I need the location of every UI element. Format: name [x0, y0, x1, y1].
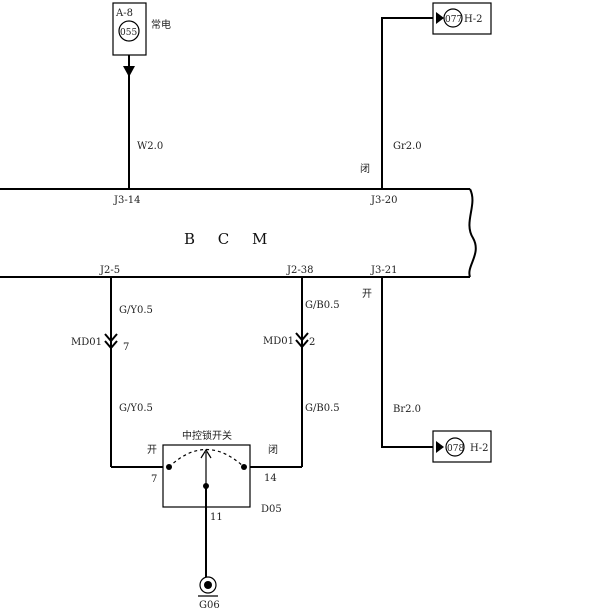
- connector-h2-bottom-pin: 078: [447, 444, 464, 454]
- switch-open-label: 开: [147, 445, 157, 456]
- switch-title: 中控锁开关: [182, 429, 232, 442]
- connector-h2-top-circle: [443, 8, 463, 28]
- wire-br2: [381, 277, 433, 448]
- power-pin-circle: [118, 20, 140, 42]
- power-connector-id: A-8: [115, 8, 133, 19]
- switch-pin-left: 7: [151, 474, 157, 485]
- connector-h2-top-arrow-icon: [436, 12, 444, 24]
- wire-gy05-label-lower: G/Y0.5: [119, 403, 153, 414]
- power-pin-number: 055: [120, 28, 137, 38]
- bcm-module: B C M: [0, 188, 477, 278]
- wire-gy05-label-upper: G/Y0.5: [119, 305, 153, 316]
- connector-h2-top-box: [432, 2, 492, 35]
- wire-gr2: [381, 17, 433, 189]
- connector-h2-bottom-arrow-icon: [436, 441, 444, 453]
- wire-br2-state: 开: [362, 289, 372, 300]
- connector-md01-right-pin: 2: [309, 337, 315, 348]
- power-connector: A-8 055 常电: [112, 2, 171, 77]
- central-lock-switch: 中控锁开关 开 闭 7 14 11 D05: [147, 429, 282, 523]
- connector-md01-left-id: MD01: [71, 337, 102, 348]
- pin-j2-38: J2-38: [286, 265, 313, 276]
- power-note: 常电: [151, 18, 171, 31]
- switch-pin-bottom: 11: [210, 512, 223, 523]
- connector-h2-top: 077 H-2: [432, 2, 492, 35]
- wire-gb05-label-lower: G/B0.5: [305, 403, 340, 414]
- connector-h2-bottom-id: H-2: [470, 443, 488, 454]
- pin-j3-20: J3-20: [370, 195, 397, 206]
- connector-md01-right-icon: [295, 332, 309, 349]
- ground-icon: [204, 581, 212, 589]
- ground-outer-circle: [199, 576, 217, 594]
- pin-j2-5: J2-5: [99, 265, 120, 276]
- switch-pin-right: 14: [264, 473, 277, 484]
- wire-br2-label: Br2.0: [393, 404, 421, 415]
- connector-h2-top-pin: 077: [445, 15, 462, 25]
- wire-w2-label: W2.0: [137, 141, 163, 152]
- wire-gr2-label: Gr2.0: [393, 141, 422, 152]
- connector-md01-left-pin: 7: [123, 342, 129, 353]
- wire-gr2-state: 闭: [360, 162, 370, 175]
- bcm-break-edge: [468, 188, 477, 278]
- connector-md01-right-id: MD01: [263, 336, 294, 347]
- pin-j3-21: J3-21: [370, 265, 397, 276]
- connector-h2-bottom-box: [432, 430, 492, 463]
- switch-close-label: 闭: [268, 443, 278, 456]
- connector-md01-left-icon: [104, 333, 118, 350]
- ground-id: G06: [199, 600, 220, 608]
- connector-h2-bottom-circle: [445, 437, 465, 457]
- wire-gb05-label-upper: G/B0.5: [305, 300, 340, 311]
- pin-j3-14: J3-14: [113, 195, 140, 206]
- connector-h2-bottom: 078 H-2: [432, 430, 492, 463]
- ground-symbol: G06: [198, 576, 220, 608]
- switch-id: D05: [261, 504, 282, 515]
- bcm-label: B C M: [184, 230, 276, 248]
- connector-h2-top-id: H-2: [464, 14, 482, 25]
- switch-lever-arrow-icon: [200, 448, 212, 459]
